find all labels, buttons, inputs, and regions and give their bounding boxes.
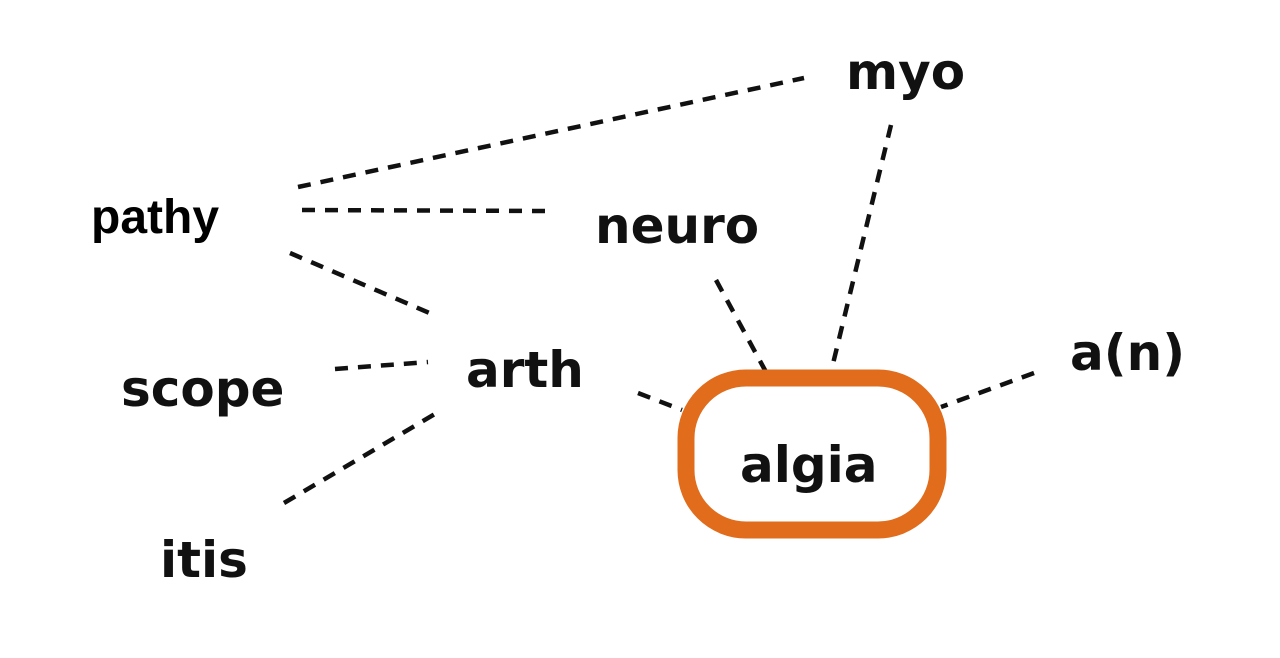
connector-neuro-algia <box>714 278 768 374</box>
connector-scope-arth <box>334 359 429 372</box>
connector-pathy-arth <box>289 250 435 318</box>
connector-arth-algia <box>637 390 683 413</box>
node-itis: itis <box>160 531 248 589</box>
node-arth: arth <box>466 341 584 399</box>
algia-highlight-frame <box>677 369 947 539</box>
connector-pathy-myo <box>297 75 805 190</box>
node-neuro: neuro <box>595 197 759 255</box>
connector-pathy-neuro <box>301 207 546 214</box>
node-a-n: a(n) <box>1070 324 1185 382</box>
connectors <box>282 75 1035 505</box>
connector-itis-arth <box>282 409 442 505</box>
connector-an-algia <box>940 370 1035 410</box>
node-myo: myo <box>846 43 965 101</box>
node-scope: scope <box>121 360 284 418</box>
node-pathy: pathy <box>91 191 219 244</box>
connector-myo-algia <box>828 124 894 373</box>
node-algia: algia <box>740 436 878 494</box>
